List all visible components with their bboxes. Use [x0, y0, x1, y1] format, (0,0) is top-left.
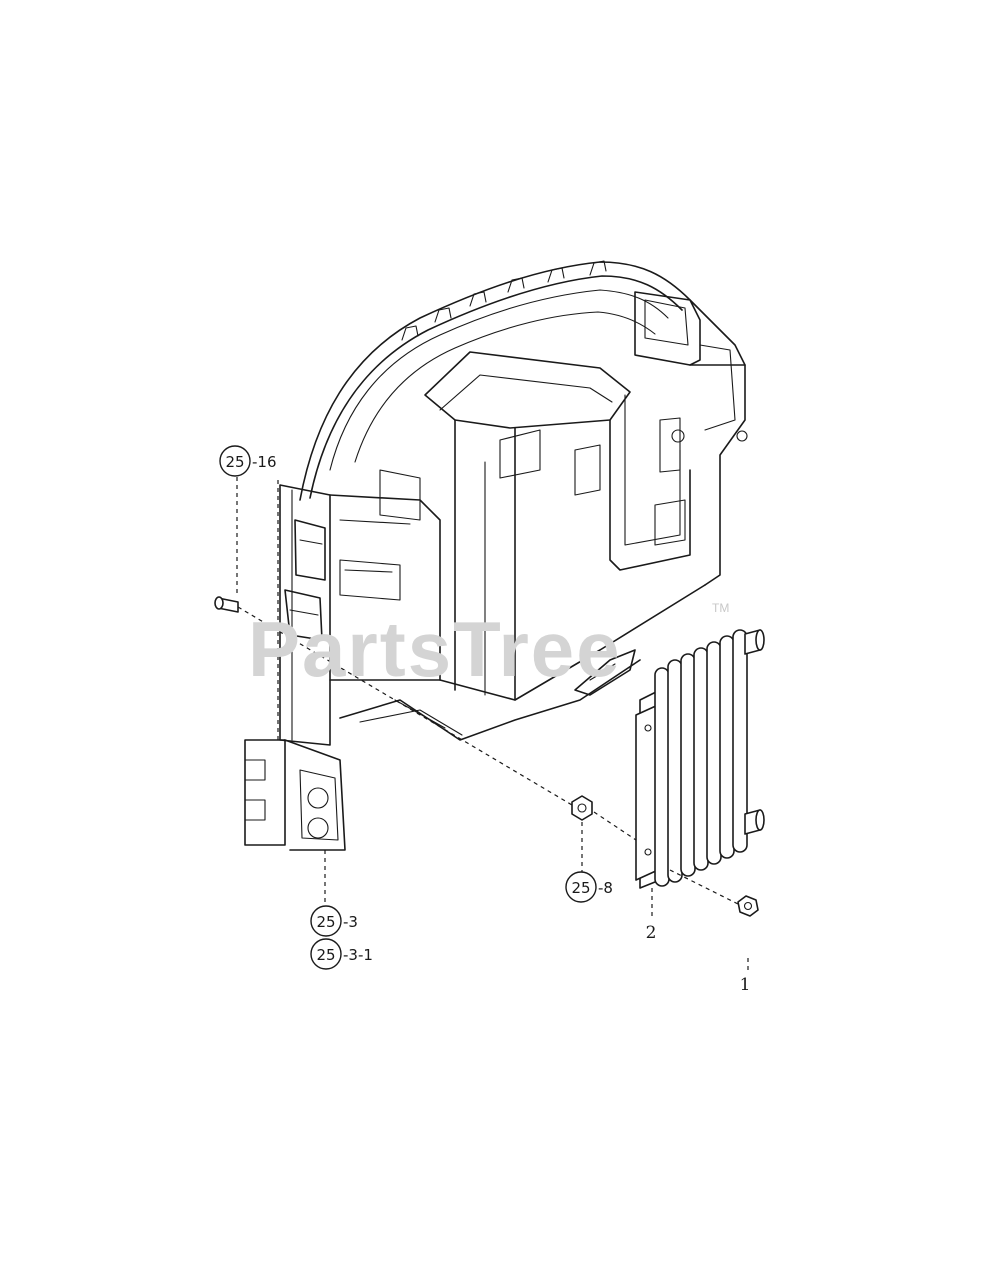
blower-housing-shroud [244, 260, 748, 851]
callout-25-3-number: 25 [316, 913, 335, 931]
callout-25-8-number: 25 [571, 879, 590, 897]
callout-25-3: 25 -3 [310, 905, 358, 937]
part-label-2: 2 [646, 923, 657, 943]
bolt-25-16 [214, 596, 239, 613]
nut-25-8 [571, 795, 593, 821]
partstree-watermark: PartsTree TM [248, 601, 729, 693]
leader-lines [236, 477, 749, 970]
callout-25-8: 25 -8 [565, 871, 613, 903]
watermark-text: PartsTree [248, 605, 622, 693]
callout-25-3-1: 25 -3-1 [310, 938, 373, 970]
callout-25-16-suffix: -16 [252, 453, 277, 471]
watermark-trademark: TM [712, 601, 729, 615]
part-label-1: 1 [740, 975, 751, 995]
callout-25-16: 25 -16 [219, 445, 277, 477]
callout-25-3-suffix: -3 [343, 913, 358, 931]
oil-cooler [635, 629, 765, 889]
callout-25-3-1-number: 25 [316, 946, 335, 964]
callout-25-16-number: 25 [225, 453, 244, 471]
callout-25-3-1-suffix: -3-1 [343, 946, 373, 964]
nut-right [737, 895, 759, 917]
callout-25-8-suffix: -8 [598, 879, 613, 897]
